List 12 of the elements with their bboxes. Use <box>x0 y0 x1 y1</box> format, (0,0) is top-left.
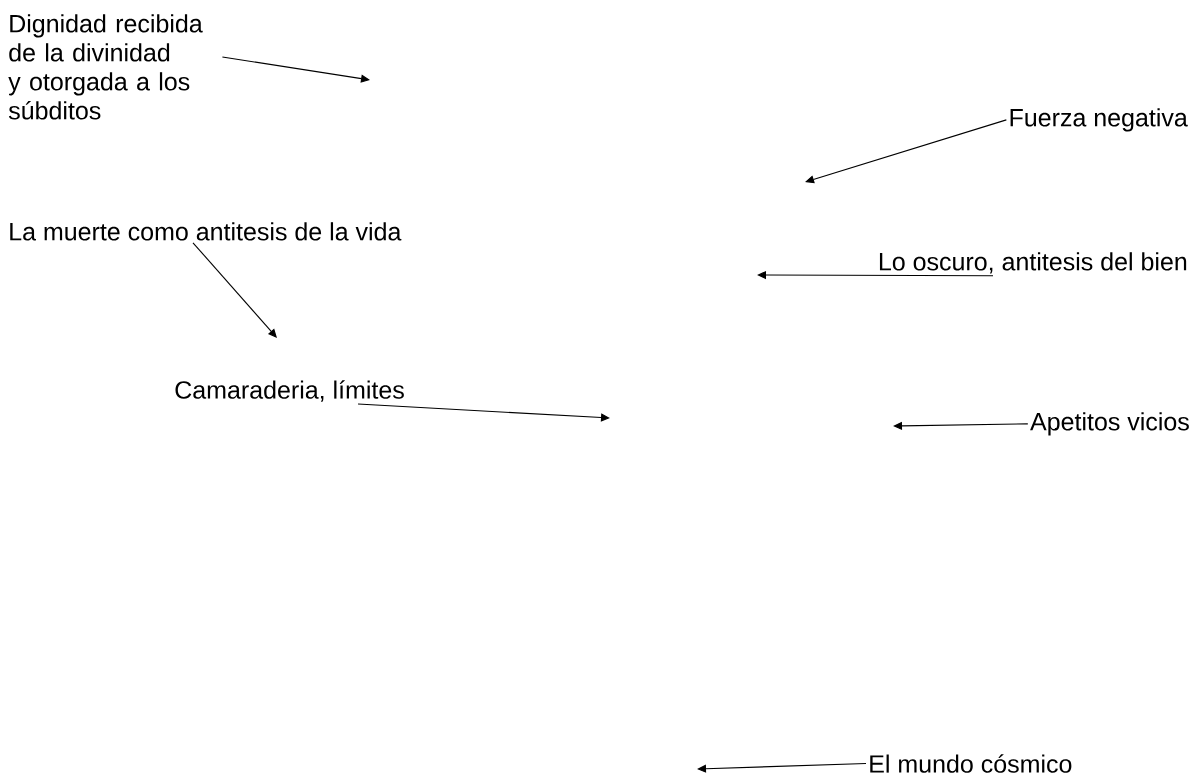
callout-text: Camaraderia, límites <box>175 380 404 402</box>
callout-text: Apetitos vicios <box>1030 412 1189 436</box>
callout-text: La muerte como antitesis de la vida <box>10 222 402 241</box>
callout-text: Fuerza negativa <box>1010 108 1188 132</box>
callout-text: El mundo cósmico <box>870 754 1072 773</box>
leader-arrow <box>192 242 277 338</box>
callout-text: Lo oscuro, antitesis del bien <box>879 252 1187 274</box>
leader-arrow <box>805 119 1007 184</box>
callout-text: Dignidad recibida de la divinidad y otorgada a los súbditos <box>8 14 203 120</box>
leader-arrow <box>697 763 867 773</box>
leader-arrow <box>357 403 610 422</box>
leader-arrow <box>221 56 370 83</box>
